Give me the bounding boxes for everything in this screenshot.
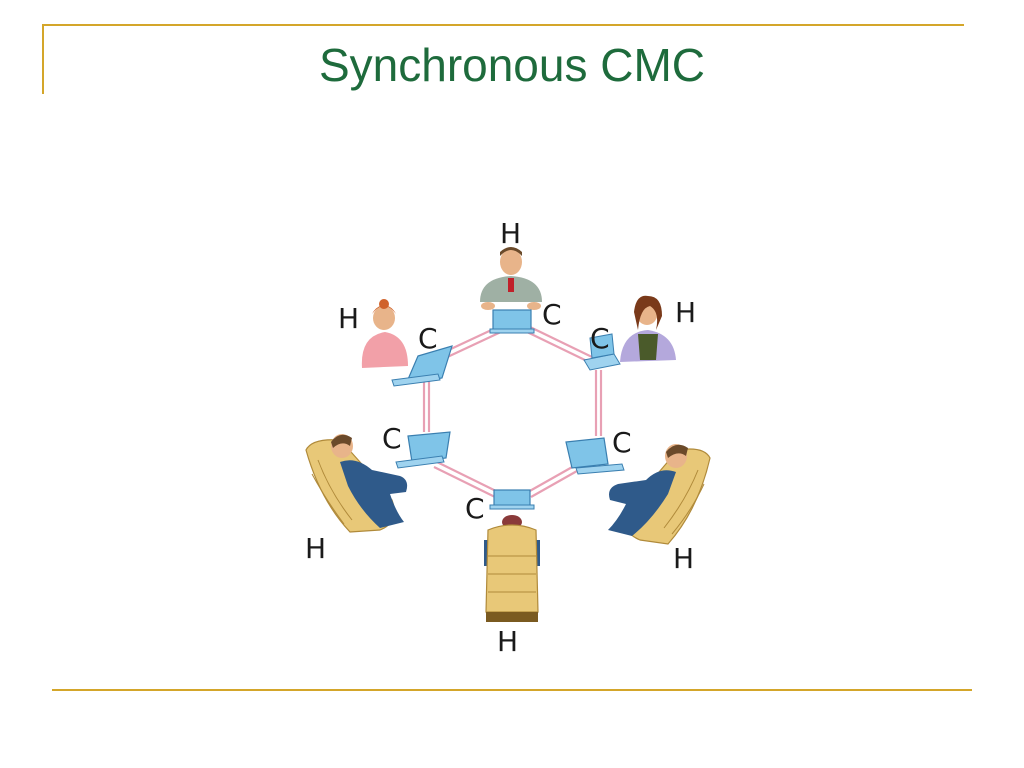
laptop-lower-right-icon [565, 437, 625, 475]
laptop-upper-left-icon [391, 345, 453, 387]
person-lower-left-icon [331, 434, 408, 528]
link-top-upper-right [524, 325, 593, 363]
computer-label-lower-right: C [612, 426, 632, 459]
computer-label-upper-right: C [590, 322, 610, 355]
participant-upper-right: H C [583, 295, 696, 371]
human-label-lower-left: H [305, 532, 326, 565]
frame-top-rule [42, 24, 964, 26]
participant-lower-right: H C [565, 426, 711, 575]
human-label-upper-left: H [338, 302, 359, 335]
computer-label-top: C [542, 298, 562, 331]
person-lower-right-icon [608, 444, 688, 536]
frame-left-rule [42, 24, 44, 94]
person-top-icon [480, 247, 542, 310]
link-upper-left-lower-left [422, 380, 431, 432]
computer-label-upper-left: C [418, 322, 438, 355]
link-lower-right-bottom [527, 465, 578, 498]
participant-lower-left: H C [305, 422, 451, 565]
human-label-upper-right: H [675, 296, 696, 329]
human-label-lower-right: H [673, 542, 694, 575]
frame-bottom-rule [52, 689, 972, 691]
slide-title: Synchronous CMC [318, 39, 706, 91]
participant-top: H C [480, 217, 562, 334]
person-upper-right-icon [620, 295, 676, 362]
laptop-top-icon [489, 309, 535, 334]
participant-upper-left: H C [338, 299, 453, 387]
person-upper-left-icon [361, 299, 408, 368]
laptop-bottom-icon [489, 489, 535, 510]
human-label-top: H [500, 217, 521, 250]
link-lower-left-bottom [433, 461, 499, 498]
participant-bottom: H C [465, 489, 540, 658]
link-upper-right-lower-right [594, 370, 603, 436]
computer-label-lower-left: C [382, 422, 402, 455]
armchair-bottom-icon [485, 524, 539, 622]
laptop-lower-left-icon [395, 431, 451, 469]
network-links [422, 325, 603, 498]
human-label-bottom: H [497, 625, 518, 658]
computer-label-bottom: C [465, 492, 485, 525]
laptop-upper-right-icon [583, 333, 621, 371]
